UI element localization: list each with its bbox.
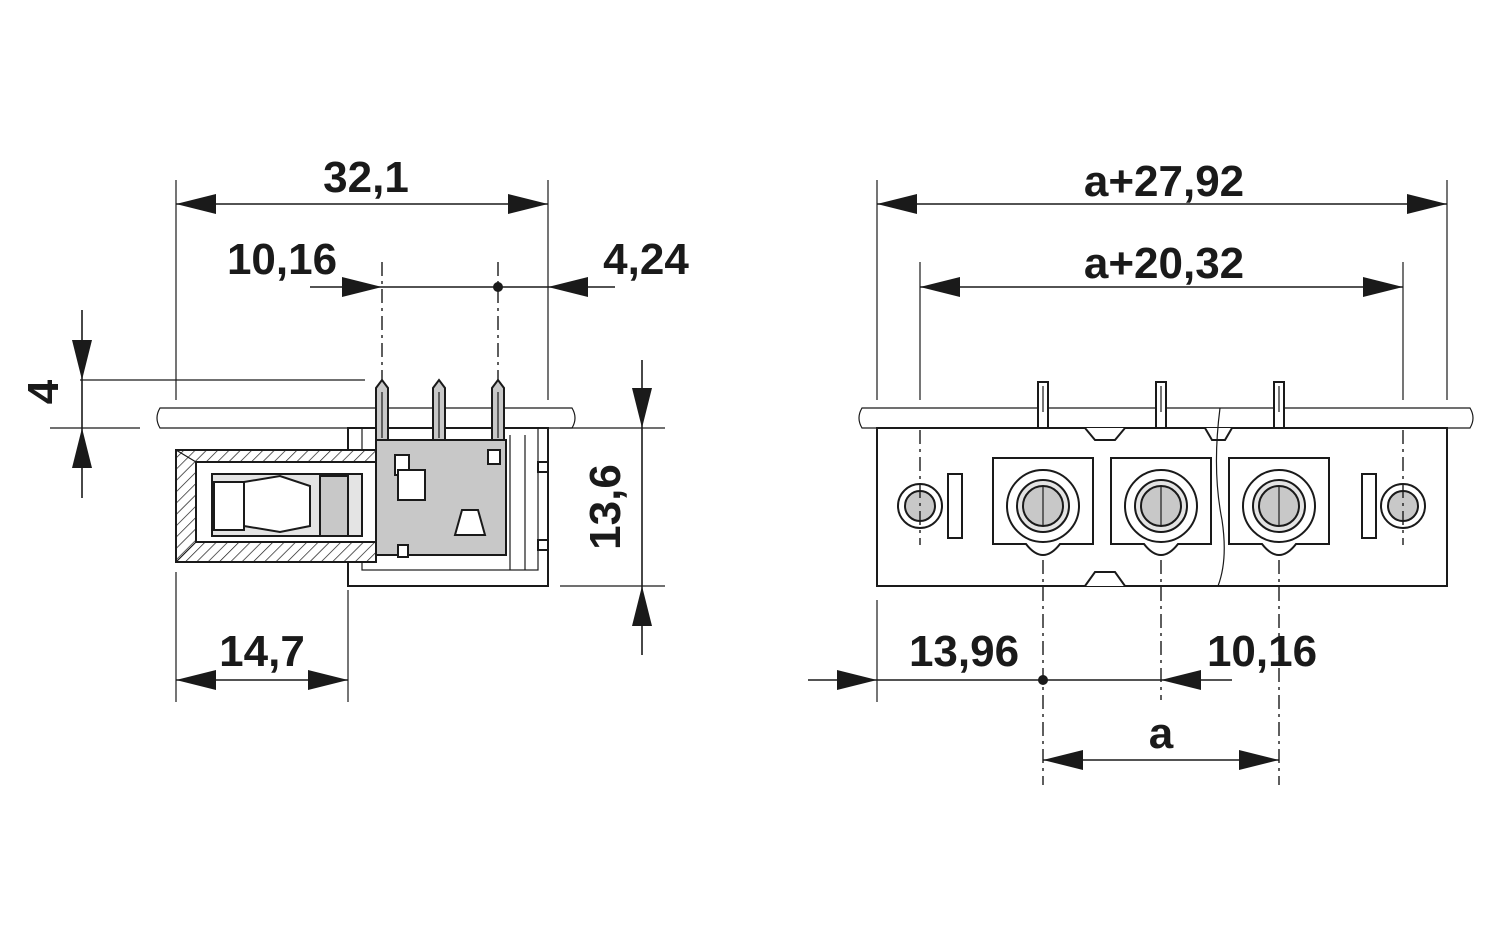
dimension-label-overall-width: a+27,92 <box>1084 157 1244 206</box>
connector-body-side <box>347 378 549 587</box>
dimension-label-edge-to-pin: 13,96 <box>909 627 1019 676</box>
plug-section <box>175 449 377 563</box>
extension-lines-right <box>876 180 1448 785</box>
dimension-14-7: 14,7 <box>176 627 348 690</box>
dimension-13-96: 13,96 10,16 <box>808 627 1317 690</box>
dimension-10-16-left: 10,16 4,24 <box>227 235 689 297</box>
dimension-label-flange-width: a+20,32 <box>1084 239 1244 288</box>
dimension-label-plug-length: 14,7 <box>219 627 305 676</box>
dimension-4: 4 <box>19 310 92 498</box>
pcb-board-left <box>156 407 576 429</box>
dimension-label-height: 13,6 <box>581 464 630 550</box>
dimension-label-overall-length: 32,1 <box>323 153 409 202</box>
side-view: 32,1 10,16 4,24 4 13,6 <box>19 153 689 702</box>
terminal-3 <box>1228 457 1330 556</box>
dimension-a-27-92: a+27,92 <box>877 157 1447 214</box>
pcb-board-right <box>858 407 1474 429</box>
dimension-label-pin-pitch: 10,16 <box>227 235 337 284</box>
dimension-label-pcb-thickness: 4 <box>19 379 68 404</box>
dimension-label-pitch: 10,16 <box>1207 627 1317 676</box>
dimension-label-pin-offset: 4,24 <box>603 235 689 284</box>
dimension-13-6: 13,6 <box>581 360 652 655</box>
dimension-32-1: 32,1 <box>176 153 548 214</box>
terminal-1 <box>992 457 1094 556</box>
dimension-label-pin-span: a <box>1149 709 1174 758</box>
dimension-a-20-32: a+20,32 <box>920 239 1403 297</box>
dimension-a: a <box>1043 709 1279 770</box>
break-line <box>1215 407 1225 587</box>
terminal-2 <box>1110 457 1212 556</box>
front-view: a+27,92 a+20,32 13,96 10,16 a <box>808 157 1474 785</box>
